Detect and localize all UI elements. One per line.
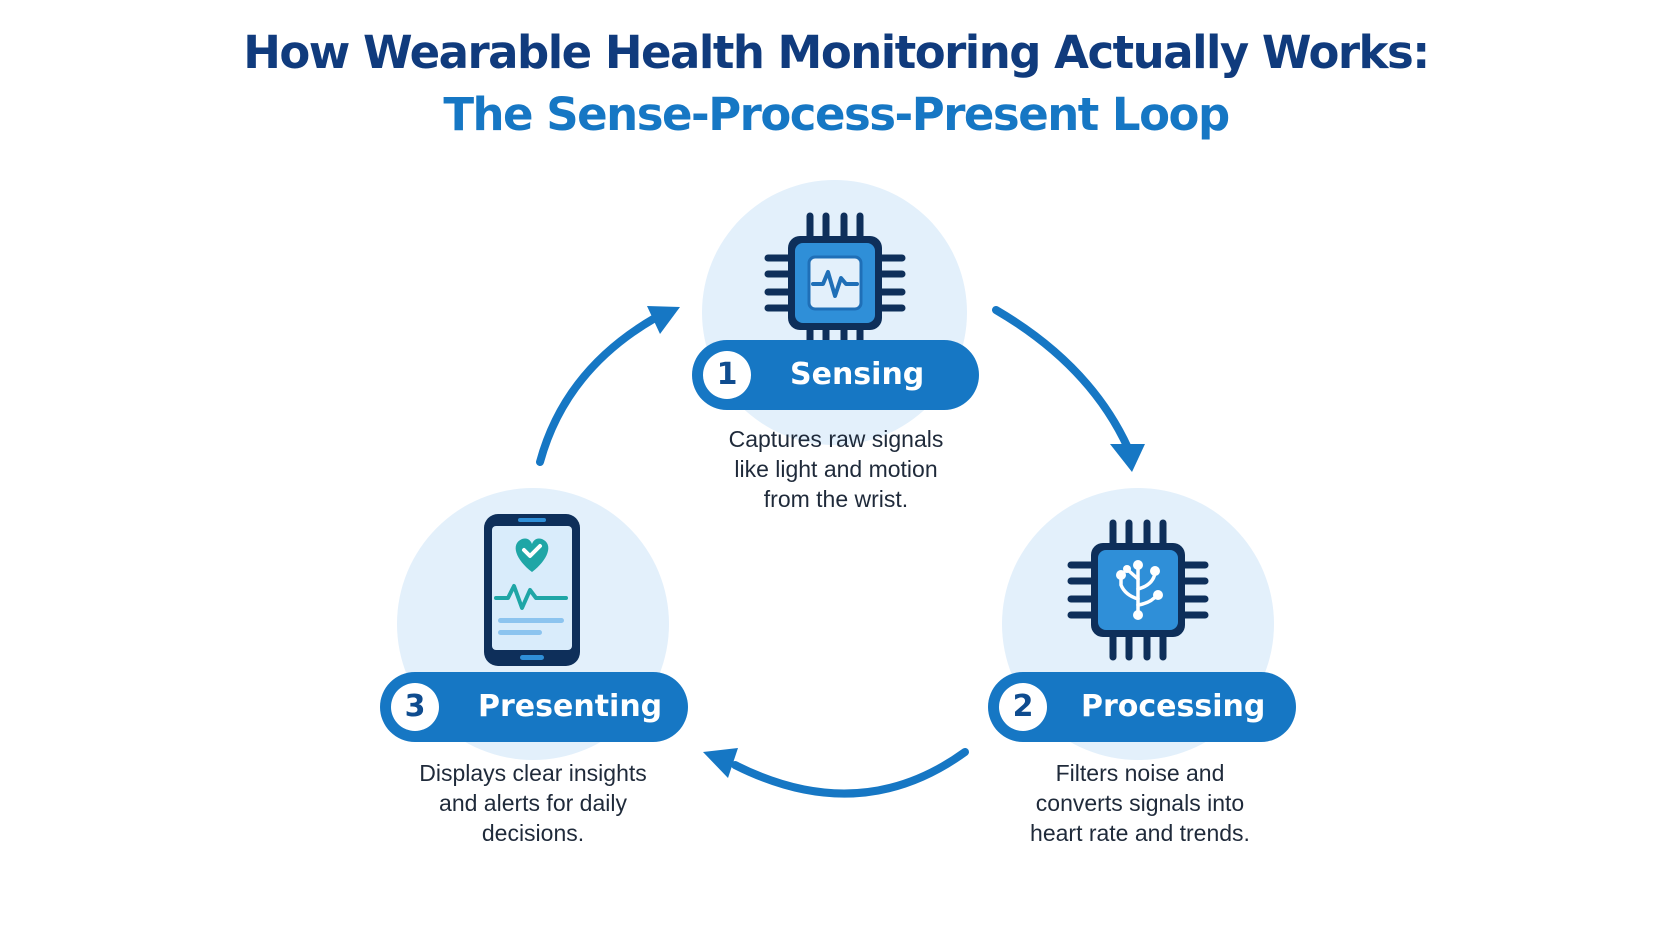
smartphone-heart-icon — [484, 514, 580, 666]
presenting-description: Displays clear insights and alerts for d… — [383, 758, 683, 848]
step-number: 3 — [391, 683, 439, 731]
step-number: 2 — [999, 683, 1047, 731]
sensing-description: Captures raw signals like light and moti… — [686, 424, 986, 514]
step-processing-pill: 2 Processing — [988, 672, 1296, 742]
description-line: heart rate and trends. — [1030, 820, 1250, 846]
processing-description: Filters noise and converts signals into … — [990, 758, 1290, 848]
description-line: decisions. — [481, 820, 585, 846]
arrow-processing-to-presenting — [703, 748, 969, 798]
page-title: How Wearable Health Monitoring Actually … — [243, 26, 1430, 79]
description-line: Displays clear insights — [419, 760, 647, 786]
step-sensing-pill: 1 Sensing — [692, 340, 979, 410]
description-line: like light and motion — [734, 456, 938, 482]
arrow-presenting-to-sensing — [536, 306, 680, 466]
step-number: 1 — [703, 351, 751, 399]
arrow-sensing-to-processing — [992, 306, 1145, 472]
description-line: Filters noise and — [1055, 760, 1225, 786]
description-line: converts signals into — [1035, 790, 1245, 816]
description-line: Captures raw signals — [728, 426, 944, 452]
step-label: Sensing — [790, 357, 925, 392]
description-line: and alerts for daily — [439, 790, 627, 816]
step-label: Processing — [1081, 689, 1266, 724]
step-presenting-pill: 3 Presenting — [380, 672, 688, 742]
sensor-chip-icon — [764, 212, 906, 354]
processor-chip-icon — [1067, 519, 1209, 661]
page-subtitle: The Sense-Process-Present Loop — [443, 88, 1230, 141]
description-line: from the wrist. — [763, 486, 909, 512]
step-label: Presenting — [478, 689, 663, 724]
